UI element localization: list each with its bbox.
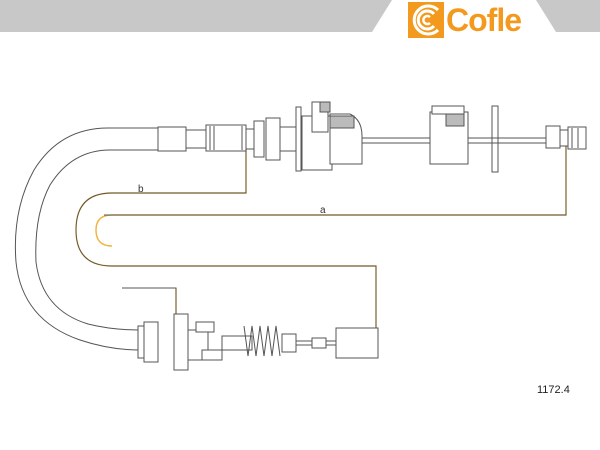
sheath-inner-edge [35, 149, 160, 331]
lower-sleeve-2 [221, 335, 253, 351]
lower-nut [143, 321, 159, 363]
lower-rod-end [311, 337, 327, 349]
dimension-label-a: a [320, 205, 326, 216]
lower-fittings [137, 313, 379, 371]
sleeve-2 [185, 129, 207, 149]
banner-stripe-left [0, 0, 392, 32]
rod-end-2 [559, 129, 569, 147]
rod-end-3 [567, 126, 587, 150]
upper-fittings [157, 101, 587, 173]
nut-1 [253, 120, 265, 158]
dimension-overlay [75, 138, 567, 332]
dimension-path-inner [95, 214, 113, 247]
brand-name: Cofle [446, 2, 522, 38]
sleeve-1 [157, 126, 187, 152]
lower-cap-2 [201, 349, 223, 361]
brand-logo [408, 2, 528, 38]
dimension-label-b: b [138, 184, 144, 195]
sleeve-3 [205, 124, 247, 152]
sheath-outer-edge [14, 127, 160, 351]
nut-2 [265, 117, 281, 161]
lower-spring [243, 325, 281, 357]
rod-end-1 [545, 125, 561, 149]
lower-collar [281, 333, 297, 353]
banner-stripe-right [536, 0, 600, 32]
spring-seat [319, 101, 331, 113]
cable-sheath [14, 127, 160, 351]
lower-clevis [335, 327, 379, 359]
lower-cap [195, 321, 215, 333]
housing-3-cap [431, 105, 465, 115]
stopper-plate [491, 105, 499, 173]
housing-hatch [329, 115, 355, 129]
brand-logo-mark [408, 2, 444, 38]
washer-1 [295, 106, 302, 172]
lower-plate [173, 313, 189, 371]
part-number-label: 1172.4 [537, 384, 570, 396]
header-banner [0, 0, 600, 32]
